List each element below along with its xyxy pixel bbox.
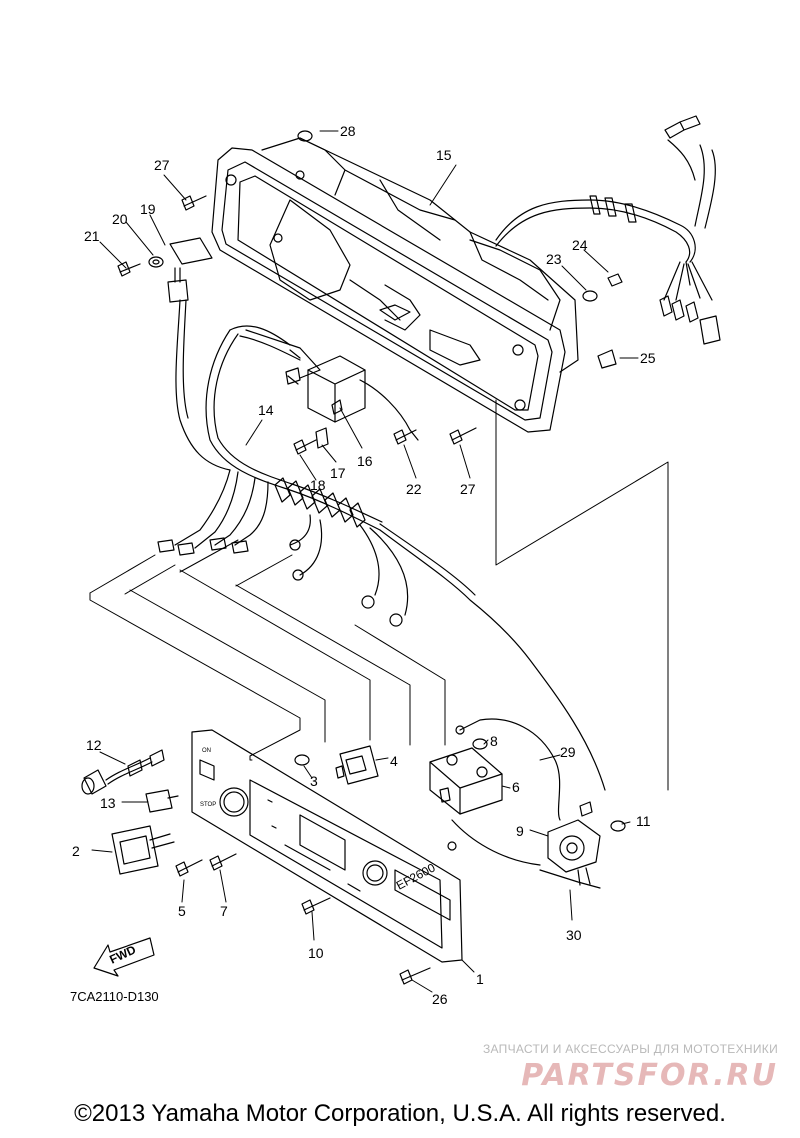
label-13: 13 [100,795,116,811]
control-panel-part-1 [191,729,463,963]
panel-components [81,718,626,985]
label-8: 8 [490,733,498,749]
label-29: 29 [560,744,576,760]
part-number-labels: 28 15 27 19 20 21 24 23 25 14 16 17 18 2… [72,123,656,1007]
label-27b: 27 [460,481,476,497]
connection-lines [89,399,669,791]
stop-label: STOP [200,802,216,808]
upper-fasteners [117,130,623,455]
label-5: 5 [178,903,186,919]
label-20: 20 [112,211,128,227]
label-16: 16 [357,453,373,469]
label-18: 18 [310,477,326,493]
leader-lines [91,130,639,993]
label-23: 23 [546,251,562,267]
label-25: 25 [640,350,656,366]
label-24: 24 [572,237,588,253]
harness-upper-right [495,115,721,345]
label-2: 2 [72,843,80,859]
label-22: 22 [406,481,422,497]
watermark-logo: PARTSFOR.RU [521,1058,778,1093]
label-7: 7 [220,903,228,919]
diagram-code: 7CA2110-D130 [70,989,159,1004]
label-21: 21 [84,228,100,244]
fwd-arrow-icon [93,937,155,977]
label-14: 14 [258,402,274,418]
label-3: 3 [310,773,318,789]
watermark: ЗАПЧАСТИ И АКСЕССУАРЫ ДЛЯ МОТОТЕХНИКИ PA… [483,1042,778,1093]
module-part-16 [307,355,366,423]
label-17: 17 [330,465,346,481]
label-30: 30 [566,927,582,943]
cover-part-19 [169,237,213,265]
control-box-frame [211,137,579,433]
label-27: 27 [154,157,170,173]
label-19: 19 [140,201,156,217]
label-15: 15 [436,147,452,163]
label-11: 11 [636,813,651,829]
label-26: 26 [432,991,448,1007]
label-28: 28 [340,123,356,139]
watermark-tagline: ЗАПЧАСТИ И АКСЕССУАРЫ ДЛЯ МОТОТЕХНИКИ [482,1042,778,1056]
label-12: 12 [86,737,102,753]
main-harness [157,267,606,791]
label-4: 4 [390,753,398,769]
label-6: 6 [512,779,520,795]
copyright-notice: ©2013 Yamaha Motor Corporation, U.S.A. A… [74,1100,726,1127]
model-plate: EF2600 [394,860,438,892]
label-10: 10 [308,945,324,961]
label-1: 1 [476,971,484,987]
label-9: 9 [516,823,524,839]
on-label: ON [202,748,211,754]
